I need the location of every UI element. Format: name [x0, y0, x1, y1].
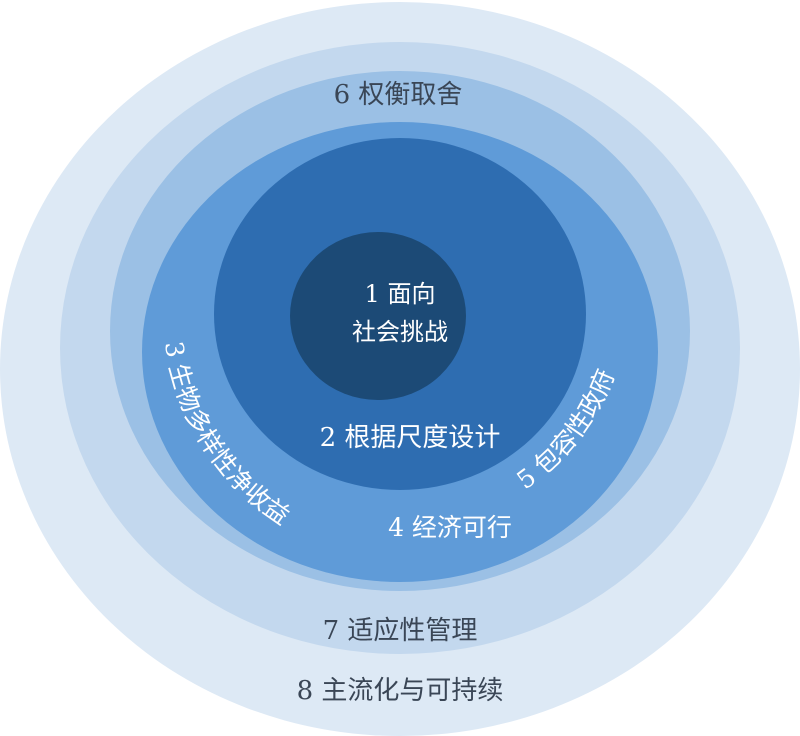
label-7: 7 适应性管理 [323, 616, 478, 646]
label-1-line2: 社会挑战 [352, 318, 448, 346]
label-2: 2 根据尺度设计 [320, 423, 501, 453]
label-6: 6 权衡取舍 [334, 80, 463, 110]
ring-1-societal-challenges [290, 232, 466, 400]
label-1-line1: 1 面向 [365, 280, 436, 308]
label-4: 4 经济可行 [388, 513, 512, 542]
label-8: 8 主流化与可持续 [297, 676, 504, 706]
